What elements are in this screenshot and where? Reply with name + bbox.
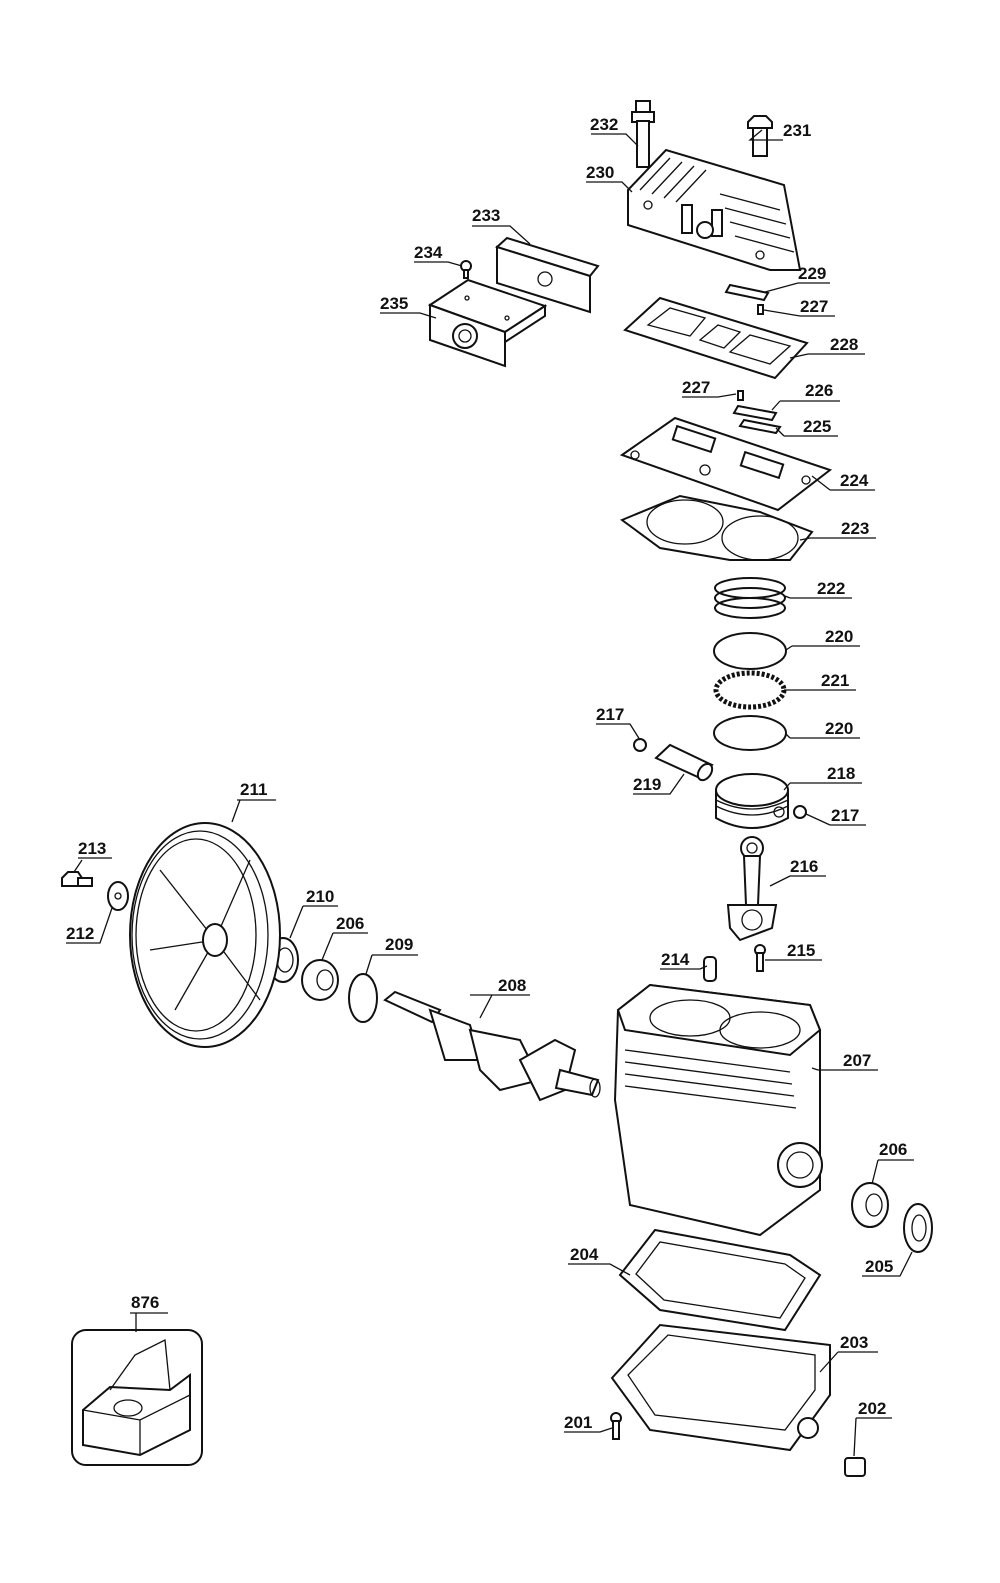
callout-229: 229 bbox=[798, 264, 826, 283]
part-222-piston-rings bbox=[714, 577, 786, 619]
part-218-piston bbox=[715, 773, 789, 829]
part-202-plug bbox=[844, 1457, 866, 1477]
part-234-screw bbox=[460, 260, 472, 279]
callout-233: 233 bbox=[472, 206, 500, 225]
callout-209: 209 bbox=[385, 935, 413, 954]
part-217-clip-left bbox=[633, 738, 647, 752]
part-233-plate bbox=[495, 236, 600, 314]
part-235-bracket bbox=[427, 278, 548, 368]
callout-232: 232 bbox=[590, 115, 618, 134]
part-203-base-plate bbox=[610, 1323, 831, 1452]
callout-206-left: 206 bbox=[336, 914, 364, 933]
part-225-reed bbox=[738, 418, 782, 435]
part-224-valve-plate bbox=[619, 416, 833, 512]
callout-207: 207 bbox=[843, 1051, 871, 1070]
callout-leaders bbox=[66, 129, 914, 1457]
callout-221: 221 bbox=[821, 671, 849, 690]
part-212-washer bbox=[107, 881, 129, 911]
part-214-dowel-pin bbox=[703, 956, 717, 982]
part-223-head-gasket bbox=[619, 494, 814, 561]
callout-876: 876 bbox=[131, 1293, 159, 1312]
part-209-ring bbox=[348, 973, 378, 1023]
part-211-flywheel bbox=[129, 822, 281, 1048]
callout-227-upper: 227 bbox=[800, 297, 828, 316]
part-216-connecting-rod bbox=[726, 836, 778, 942]
part-215-bolt bbox=[754, 944, 766, 972]
callout-210: 210 bbox=[306, 887, 334, 906]
callout-217-right: 217 bbox=[831, 806, 859, 825]
part-228-gasket bbox=[623, 296, 809, 380]
part-206-bearing-right bbox=[851, 1182, 889, 1228]
callout-230: 230 bbox=[586, 163, 614, 182]
part-227-pin-upper bbox=[757, 304, 764, 315]
part-229-reed bbox=[724, 283, 770, 302]
part-230-cylinder-head bbox=[627, 148, 802, 271]
callout-206-right: 206 bbox=[879, 1140, 907, 1159]
callout-205: 205 bbox=[865, 1257, 893, 1276]
part-201-bolt bbox=[610, 1412, 622, 1440]
callout-222: 222 bbox=[817, 579, 845, 598]
part-220-ring-upper bbox=[713, 632, 787, 670]
callout-211: 211 bbox=[240, 780, 267, 799]
part-220-ring-lower bbox=[713, 715, 787, 751]
callout-201: 201 bbox=[564, 1413, 592, 1432]
part-232-fitting bbox=[631, 100, 655, 168]
callout-224: 224 bbox=[840, 471, 869, 490]
callout-220-upper: 220 bbox=[825, 627, 853, 646]
callout-234: 234 bbox=[414, 243, 443, 262]
callout-231: 231 bbox=[783, 121, 811, 140]
callout-226: 226 bbox=[805, 381, 833, 400]
part-206-bearing-left bbox=[301, 959, 339, 1001]
callout-213: 213 bbox=[78, 839, 106, 858]
callout-227-lower: 227 bbox=[682, 378, 710, 397]
part-221-expander-ring bbox=[713, 670, 787, 710]
callout-216: 216 bbox=[790, 857, 818, 876]
callout-208: 208 bbox=[498, 976, 526, 995]
part-204-gasket bbox=[618, 1228, 822, 1332]
callout-labels: 232 231 230 233 234 235 229 227 228 227 … bbox=[66, 115, 907, 1432]
part-227-pin-lower bbox=[737, 390, 744, 401]
part-226-reed bbox=[732, 404, 778, 422]
callout-202: 202 bbox=[858, 1399, 886, 1418]
callout-204: 204 bbox=[570, 1245, 599, 1264]
callout-218: 218 bbox=[827, 764, 855, 783]
callout-219: 219 bbox=[633, 775, 661, 794]
callout-214: 214 bbox=[661, 950, 690, 969]
callout-228: 228 bbox=[830, 335, 858, 354]
callout-235: 235 bbox=[380, 294, 408, 313]
part-208-crankshaft bbox=[383, 990, 601, 1102]
part-876-kit-box bbox=[71, 1329, 203, 1466]
part-207-crankcase bbox=[613, 983, 823, 1237]
part-217-clip-right bbox=[793, 805, 807, 819]
callout-212: 212 bbox=[66, 924, 94, 943]
callout-215: 215 bbox=[787, 941, 815, 960]
callout-220-lower: 220 bbox=[825, 719, 853, 738]
part-213-bolt bbox=[61, 871, 93, 887]
callout-225: 225 bbox=[803, 417, 831, 436]
part-205-oil-seal bbox=[903, 1203, 933, 1253]
callout-203: 203 bbox=[840, 1333, 868, 1352]
callout-217-left: 217 bbox=[596, 705, 624, 724]
part-219-wrist-pin bbox=[654, 743, 714, 782]
callout-223: 223 bbox=[841, 519, 869, 538]
part-231-bolt bbox=[747, 115, 773, 157]
